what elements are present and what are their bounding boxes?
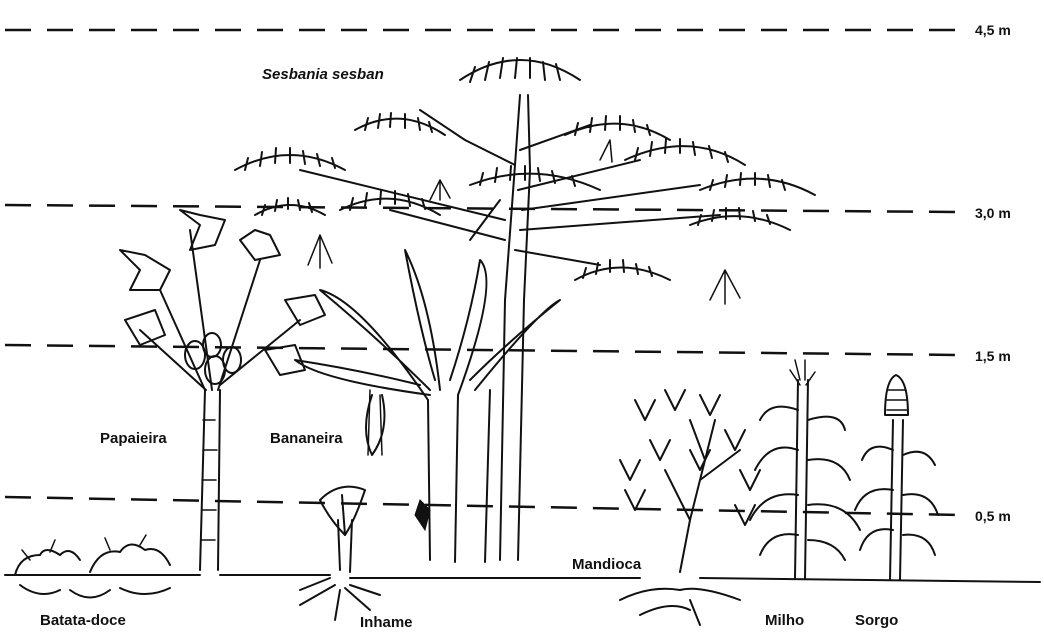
sweet-potato-plant [15, 535, 170, 598]
maize-plant [750, 360, 860, 578]
banana-plant [295, 250, 560, 562]
label-sesbania: Sesbania sesban [262, 66, 384, 83]
yam-plant [300, 487, 380, 620]
height-line-0-5m [5, 497, 960, 515]
ground-line [5, 575, 1040, 582]
label-batata-doce: Batata-doce [40, 612, 126, 629]
cassava-plant [620, 390, 760, 625]
height-line-1-5m [5, 345, 960, 355]
label-sorgo: Sorgo [855, 612, 898, 629]
height-label-3-0m: 3,0 m [975, 205, 1011, 221]
papaya-tree [120, 210, 325, 570]
label-milho: Milho [765, 612, 804, 629]
sorghum-plant [855, 375, 938, 580]
label-inhame: Inhame [360, 614, 413, 631]
height-line-3-0m [5, 205, 960, 212]
height-label-1-5m: 1,5 m [975, 348, 1011, 364]
label-papaieira: Papaieira [100, 430, 167, 447]
label-mandioca: Mandioca [572, 556, 641, 573]
label-bananeira: Bananeira [270, 430, 343, 447]
height-label-4-5m: 4,5 m [975, 22, 1011, 38]
height-label-0-5m: 0,5 m [975, 508, 1011, 524]
